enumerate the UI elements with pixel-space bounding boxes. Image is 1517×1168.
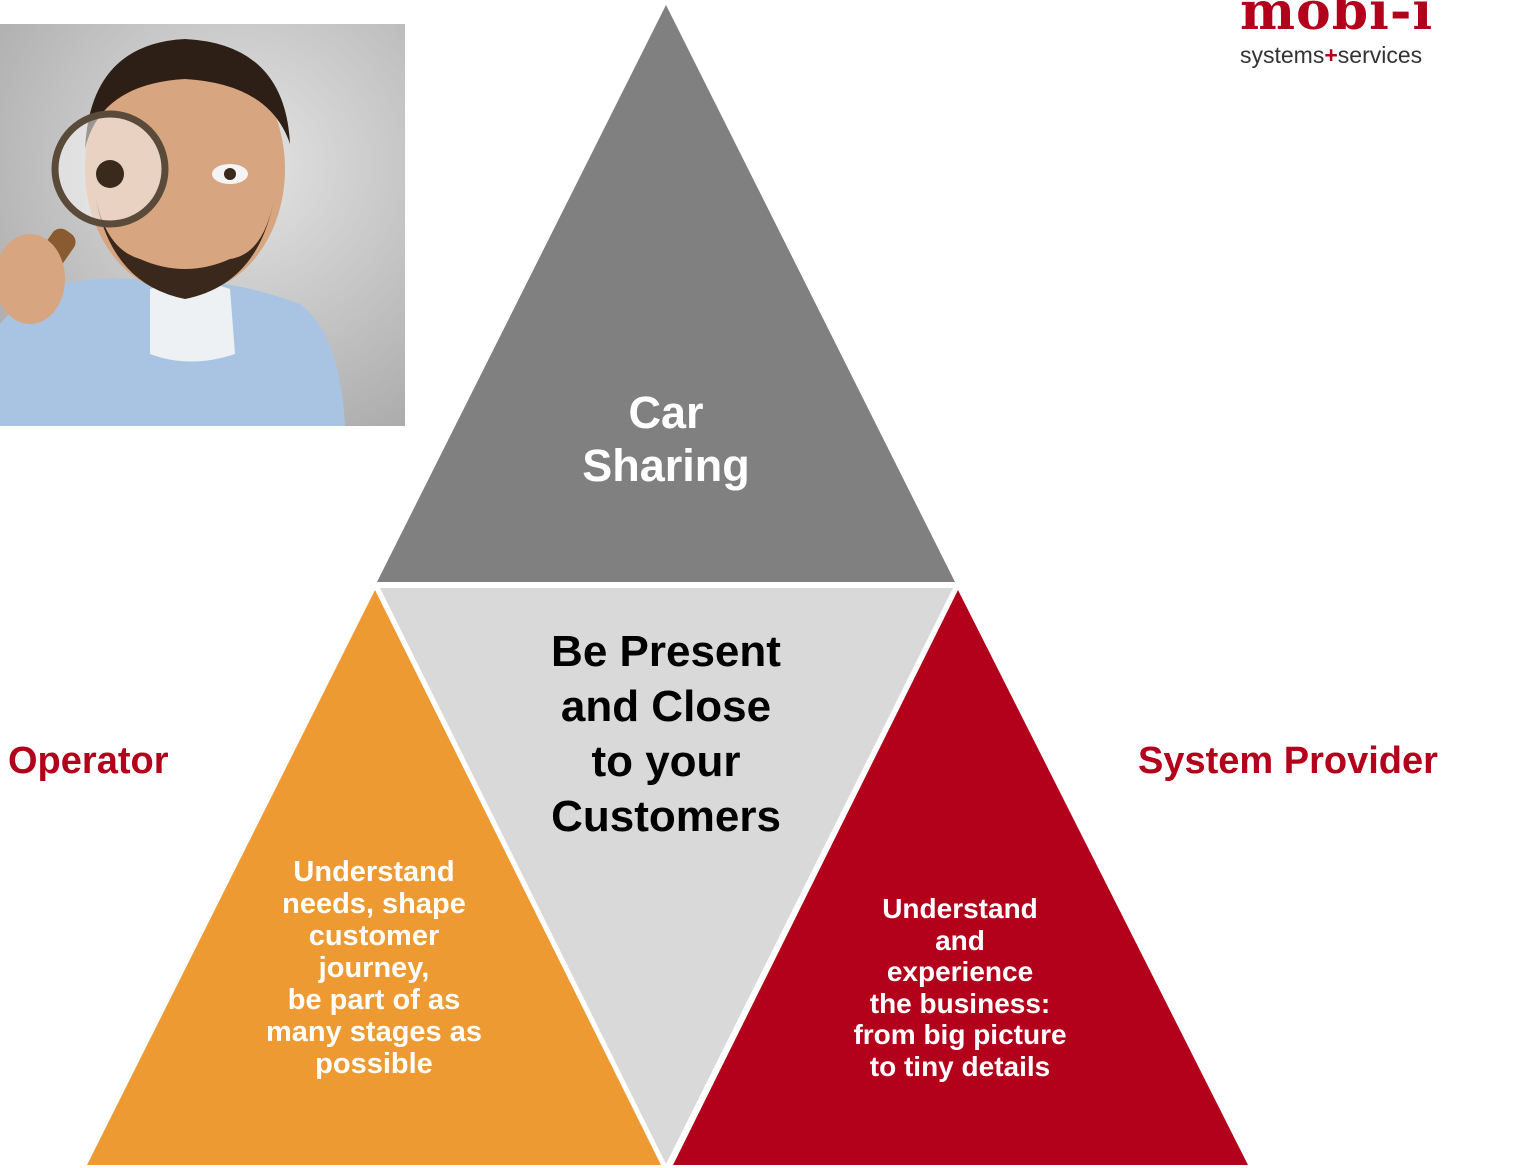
operator-label: Operator bbox=[8, 740, 169, 782]
logo-tagline: systems+services bbox=[1240, 42, 1517, 69]
top-triangle bbox=[377, 5, 955, 582]
logo-tagline-plus: + bbox=[1324, 42, 1338, 68]
right-triangle-label: Understand and experience the business: … bbox=[853, 893, 1067, 1082]
left-triangle-label: Understand needs, shape customer journey… bbox=[265, 856, 482, 1080]
center-triangle-label: Be Present and Close to your Customers bbox=[551, 627, 781, 841]
top-triangle-label: Car Sharing bbox=[582, 387, 750, 491]
logo-tagline-left: systems bbox=[1240, 42, 1325, 68]
left-triangle bbox=[87, 590, 661, 1165]
center-triangle bbox=[380, 588, 953, 1164]
logo-wordmark: mobi-i bbox=[1240, 0, 1434, 42]
system-provider-label: System Provider bbox=[1138, 740, 1438, 782]
logo-tagline-right: services bbox=[1337, 42, 1423, 68]
company-logo: mobi-i systems+services bbox=[1240, 0, 1517, 69]
man-with-magnifier-photo bbox=[0, 24, 405, 426]
right-triangle bbox=[673, 590, 1248, 1165]
